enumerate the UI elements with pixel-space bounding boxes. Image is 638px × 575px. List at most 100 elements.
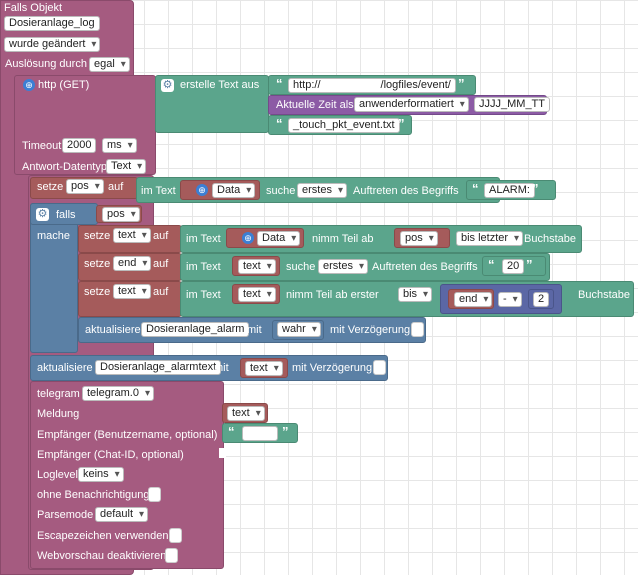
url-tail: /logfiles/event/: [380, 79, 451, 91]
do-label: mache: [37, 230, 71, 242]
text-var-dropdown[interactable]: text: [238, 287, 276, 302]
in-text-label: im Text: [186, 261, 221, 273]
alarmtext-object-field[interactable]: Dosieranlage_alarmtext: [95, 360, 222, 375]
occurrence-label: Auftreten des Begriffs: [372, 261, 478, 273]
timeout-input[interactable]: 2000: [62, 138, 97, 153]
time-format-field[interactable]: JJJJ_MM_TT: [474, 97, 550, 112]
escape-checkbox[interactable]: [169, 528, 182, 543]
char-label: Buchstabe: [578, 289, 630, 301]
loglevel-label: Loglevel: [37, 469, 78, 481]
delay-label: mit Verzögerung: [292, 362, 373, 374]
occurrence-label: Auftreten des Begriffs: [353, 185, 459, 197]
take-label: nimm Teil ab: [312, 233, 374, 245]
end-var-dropdown[interactable]: end: [113, 256, 152, 271]
triggered-by-label: Auslösung durch: [5, 58, 87, 70]
find-label: suche: [266, 185, 296, 197]
quote-close-icon: ”: [458, 76, 465, 91]
time-format-dropdown[interactable]: anwenderformatiert: [354, 97, 469, 112]
create-text-block[interactable]: [155, 75, 269, 133]
alarm-object-field[interactable]: Dosieranlage_alarm: [141, 322, 250, 337]
no-notification-label: ohne Benachrichtigung: [37, 489, 150, 501]
set-label: setze: [84, 286, 111, 298]
globe-icon: ⊕: [242, 232, 254, 244]
update-alarm-block[interactable]: [78, 317, 426, 343]
set-label: setze: [84, 230, 111, 242]
delay-label: mit Verzögerung: [330, 324, 411, 336]
recipient-field[interactable]: [242, 426, 278, 441]
telegram-block[interactable]: [30, 381, 224, 569]
current-time-label: Aktuelle Zeit als: [276, 99, 354, 111]
http-label: http (GET): [38, 79, 90, 91]
find-option-dropdown[interactable]: erstes: [318, 259, 368, 274]
operator-dropdown[interactable]: -: [498, 292, 522, 307]
number-field[interactable]: 2: [533, 292, 550, 307]
in-text-label: im Text: [186, 289, 221, 301]
quote-close-icon: ”: [398, 116, 405, 131]
escape-label: Escapezeichen verwenden: [37, 530, 169, 542]
quote-open-icon: “: [276, 116, 283, 131]
until-option-dropdown[interactable]: bis letzter: [456, 231, 524, 246]
pos-var-dropdown[interactable]: pos: [400, 231, 438, 246]
timeout-label: Timeout: [22, 140, 62, 152]
set-label: setze: [84, 258, 111, 270]
no-notification-checkbox[interactable]: [148, 487, 161, 502]
quote-open-icon: “: [472, 181, 479, 196]
text-var-dropdown[interactable]: text: [245, 361, 283, 376]
delay-checkbox[interactable]: [373, 360, 386, 375]
data-var-dropdown[interactable]: Data: [257, 231, 301, 246]
response-type-dropdown[interactable]: Text: [106, 159, 147, 174]
parsemode-label: Parsemode: [37, 509, 94, 521]
create-text-label: erstelle Text aus: [180, 79, 260, 91]
url-field[interactable]: http:// /logfiles/event/: [288, 78, 456, 93]
globe-icon: ⊕: [196, 184, 208, 196]
recipient-user-label: Empfänger (Benutzername, optional): [37, 429, 218, 441]
suffix-field[interactable]: _touch_pkt_event.txt: [288, 118, 400, 133]
recipient-chat-socket[interactable]: [219, 448, 226, 458]
in-text-label: im Text: [141, 185, 176, 197]
object-id-field[interactable]: Dosieranlage_log: [4, 16, 100, 31]
find-option-dropdown[interactable]: erstes: [297, 183, 347, 198]
text-var-dropdown[interactable]: text: [113, 228, 151, 243]
quote-close-icon: ”: [532, 181, 539, 196]
bool-dropdown[interactable]: wahr: [277, 322, 321, 337]
text-var-dropdown[interactable]: text: [113, 284, 151, 299]
url-part: http://: [293, 79, 321, 91]
end-var-dropdown[interactable]: end: [454, 292, 493, 307]
quote-open-icon: “: [488, 257, 495, 272]
globe-icon: ⊕: [23, 79, 35, 91]
term-field[interactable]: 20: [502, 259, 525, 274]
no-preview-checkbox[interactable]: [165, 548, 178, 563]
pos-var-dropdown[interactable]: pos: [66, 179, 104, 194]
find-label: suche: [286, 261, 316, 273]
gear-icon[interactable]: ⚙: [36, 208, 49, 221]
char-label: Buchstabe: [524, 233, 576, 245]
recipient-chat-label: Empfänger (Chat-ID, optional): [37, 449, 184, 461]
no-preview-label: Webvorschau deaktivieren: [37, 550, 167, 562]
loglevel-dropdown[interactable]: keins: [78, 467, 124, 482]
data-var-dropdown[interactable]: Data: [212, 183, 256, 198]
timeout-unit-dropdown[interactable]: ms: [102, 138, 137, 153]
if-label: falls: [56, 209, 76, 221]
if-block[interactable]: [30, 203, 78, 353]
telegram-instance-dropdown[interactable]: telegram.0: [82, 386, 154, 401]
delay-checkbox[interactable]: [411, 322, 424, 337]
parsemode-dropdown[interactable]: default: [95, 507, 149, 522]
message-var-dropdown[interactable]: text: [227, 406, 265, 421]
cond-var-dropdown[interactable]: pos: [102, 207, 140, 222]
update-label: aktualisiere: [85, 324, 141, 336]
term-field[interactable]: ALARM:: [484, 183, 535, 198]
if-object-label: Falls Objekt: [4, 2, 63, 14]
telegram-label: telegram: [37, 388, 80, 400]
changed-option-dropdown[interactable]: wurde geändert: [4, 37, 101, 52]
quote-open-icon: “: [276, 76, 283, 91]
to-label: auf: [153, 230, 169, 242]
message-label: Meldung: [37, 408, 80, 420]
until-option-dropdown[interactable]: bis: [398, 287, 433, 302]
in-text-label: im Text: [186, 233, 221, 245]
gear-icon[interactable]: ⚙: [161, 79, 174, 92]
triggered-by-dropdown[interactable]: egal: [89, 57, 130, 72]
update-label: aktualisiere: [37, 362, 93, 374]
text-var-dropdown[interactable]: text: [238, 259, 276, 274]
with-label: mit: [247, 324, 262, 336]
set-label: setze: [37, 181, 64, 193]
